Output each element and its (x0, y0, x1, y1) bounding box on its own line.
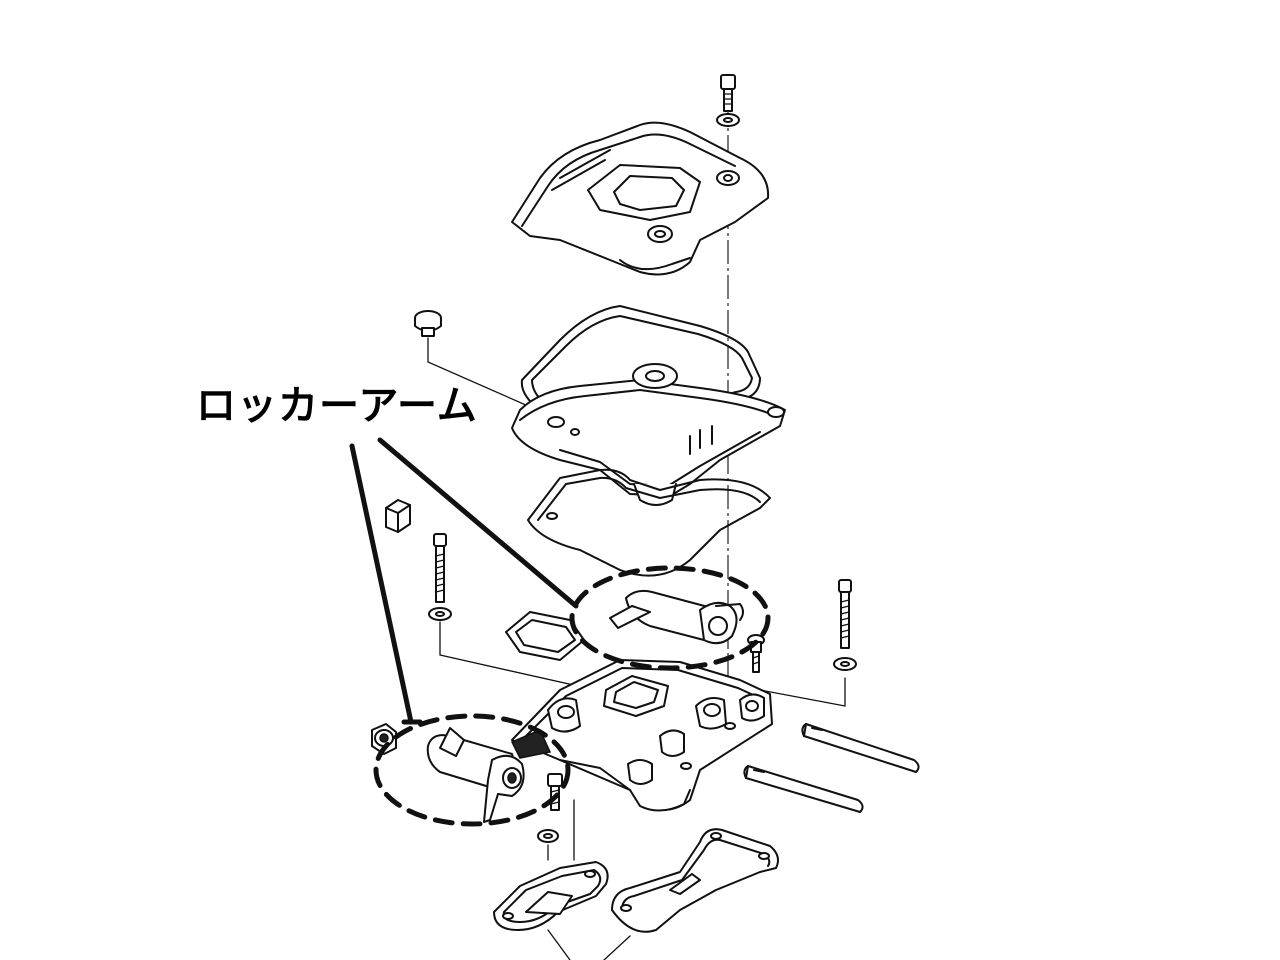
bottom-gasket-right (611, 828, 779, 933)
rocker-support-base (510, 659, 773, 812)
top-washer (716, 113, 740, 127)
rocker-arm-lower (426, 727, 525, 823)
rocker-shaft-upper (801, 723, 920, 773)
lower-gasket (527, 468, 771, 577)
housing-bolt-left (428, 533, 452, 621)
rocker-arm-upper (609, 589, 744, 645)
rocker-housing (511, 363, 786, 506)
leader-lines (349, 437, 579, 725)
highlight-upper-rocker (569, 565, 771, 671)
top-bolt (720, 74, 736, 112)
highlight-lower-rocker (373, 713, 571, 827)
rocker-shaft-lower (743, 765, 864, 813)
housing-bolt-right (833, 579, 857, 671)
bottom-axis-lines (547, 929, 631, 960)
bottom-gasket-left (493, 861, 609, 931)
bushing-upper (385, 499, 411, 533)
rocker-cover (511, 121, 770, 276)
breather-cap (414, 310, 442, 337)
rocker-bolt-lower (537, 773, 563, 843)
rocker-arm-label: ロッカーアーム (196, 383, 478, 429)
